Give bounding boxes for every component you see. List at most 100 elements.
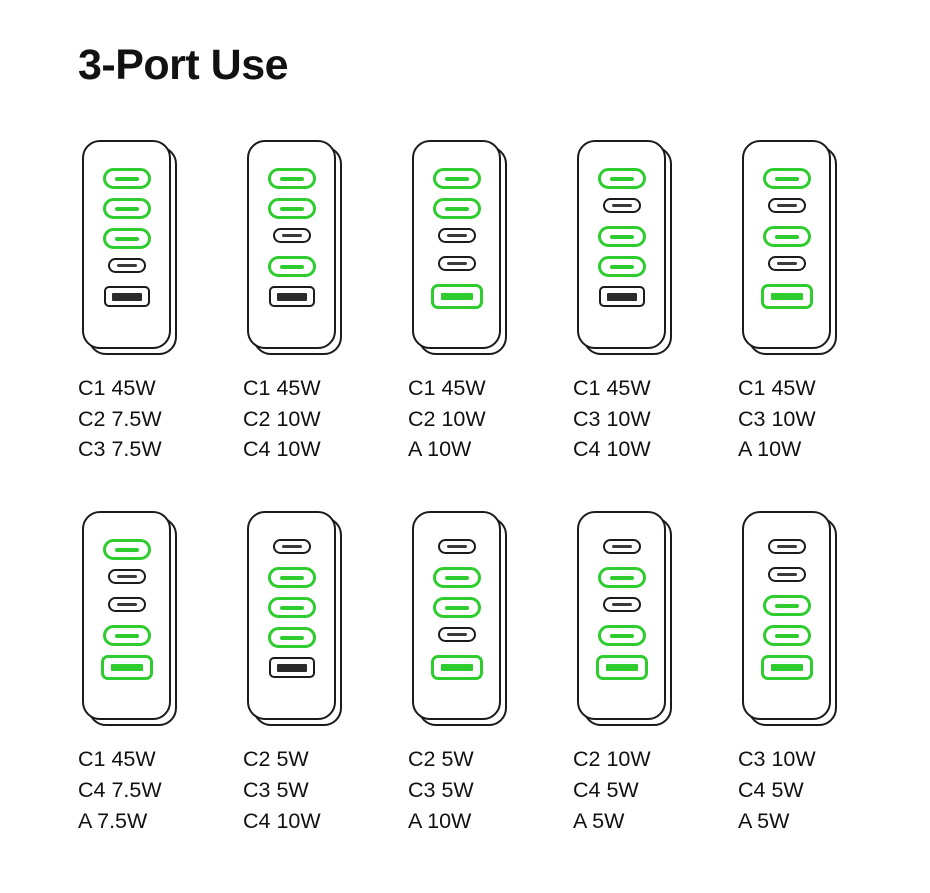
caption-line: C4 10W xyxy=(573,437,651,462)
port-contact-bar xyxy=(114,236,139,241)
usb-c-port-c1-on xyxy=(102,168,151,189)
port-list xyxy=(247,511,336,720)
caption-line: A 7.5W xyxy=(78,808,148,833)
caption-line: C2 5W xyxy=(408,747,474,772)
port-contact-bar xyxy=(605,664,638,672)
usb-c-port-c1-on xyxy=(597,168,646,189)
usb-c-port-c4-off xyxy=(767,256,806,271)
port-contact-bar xyxy=(774,176,799,181)
charger-illustration xyxy=(82,511,177,727)
caption-line: C1 45W xyxy=(738,376,816,400)
caption-line: C3 5W xyxy=(243,777,309,802)
port-contact-bar xyxy=(279,264,304,269)
charger-illustration xyxy=(82,140,177,355)
port-list xyxy=(247,140,336,349)
port-contact-bar xyxy=(114,547,139,552)
port-contact-bar xyxy=(114,633,139,638)
usb-c-port-c1-on xyxy=(267,168,316,189)
usb-c-port-c3-off xyxy=(437,228,476,243)
usb-c-port-c3-on xyxy=(762,595,811,617)
usb-a-port-a-on xyxy=(430,284,483,309)
usb-c-port-c1-off xyxy=(602,539,641,555)
port-contact-bar xyxy=(446,633,467,637)
port-contact-bar xyxy=(446,234,467,237)
usb-c-port-c3-on xyxy=(102,228,151,249)
port-contact-bar xyxy=(116,264,137,267)
port-contact-bar xyxy=(776,262,797,265)
caption-line: C3 10W xyxy=(573,406,651,431)
charger-shell-body xyxy=(577,140,666,349)
port-contact-bar xyxy=(776,204,797,207)
charger-illustration xyxy=(412,140,507,355)
usb-c-port-c2-on xyxy=(267,567,316,589)
port-contact-bar xyxy=(446,262,467,265)
caption-line: C2 10W xyxy=(573,747,651,772)
usb-c-port-c1-on xyxy=(762,168,811,189)
usb-c-port-c2-off xyxy=(767,567,806,583)
charger-shell-body xyxy=(82,511,171,721)
usb-a-port-a-off xyxy=(268,286,315,307)
charger-shell-body xyxy=(247,140,336,349)
port-contact-bar xyxy=(276,292,307,301)
usb-c-port-c1-off xyxy=(437,539,476,555)
charger-illustration xyxy=(577,140,672,355)
caption-line: C1 45W xyxy=(408,376,486,400)
usb-c-port-c4-on xyxy=(102,625,151,647)
usb-c-port-c2-on xyxy=(432,198,481,219)
port-list xyxy=(412,140,501,349)
port-contact-bar xyxy=(279,575,304,580)
port-contact-bar xyxy=(114,176,139,181)
port-contact-bar xyxy=(110,664,143,672)
usb-c-port-c3-on xyxy=(762,226,811,247)
port-contact-bar xyxy=(111,292,142,301)
charger-illustration xyxy=(742,140,837,355)
usb-c-port-c3-on xyxy=(267,597,316,619)
usb-a-port-a-off xyxy=(268,657,315,679)
usb-c-port-c4-on xyxy=(597,625,646,647)
port-contact-bar xyxy=(776,545,797,549)
port-contact-bar xyxy=(609,575,634,580)
usb-c-port-c3-off xyxy=(107,597,146,613)
port-contact-bar xyxy=(444,605,469,610)
charger-illustration xyxy=(247,511,342,727)
usb-a-port-a-on xyxy=(595,655,648,681)
usb-c-port-c2-off xyxy=(602,198,641,213)
caption-line: C4 10W xyxy=(243,808,321,833)
port-contact-bar xyxy=(770,293,803,300)
usb-c-port-c4-on xyxy=(762,625,811,647)
port-list xyxy=(412,511,501,720)
port-contact-bar xyxy=(774,633,799,638)
caption-line: C1 45W xyxy=(243,376,321,400)
port-list xyxy=(82,140,171,349)
page-title: 3-Port Use xyxy=(78,41,289,89)
caption-line: C4 5W xyxy=(573,777,639,802)
usb-c-port-c4-off xyxy=(107,258,146,273)
usb-a-port-a-on xyxy=(760,284,813,309)
usb-c-port-c4-off xyxy=(437,627,476,643)
usb-c-port-c4-on xyxy=(597,256,646,277)
port-contact-bar xyxy=(776,573,797,577)
port-contact-bar xyxy=(770,664,803,672)
usb-a-port-a-off xyxy=(598,286,645,307)
caption-line: A 10W xyxy=(738,437,802,462)
charger-illustration xyxy=(577,511,672,727)
caption-line: C3 10W xyxy=(738,747,816,772)
port-contact-bar xyxy=(279,605,304,610)
usb-c-port-c2-on xyxy=(432,567,481,589)
port-contact-bar xyxy=(116,575,137,579)
caption-line: A 5W xyxy=(738,808,790,833)
